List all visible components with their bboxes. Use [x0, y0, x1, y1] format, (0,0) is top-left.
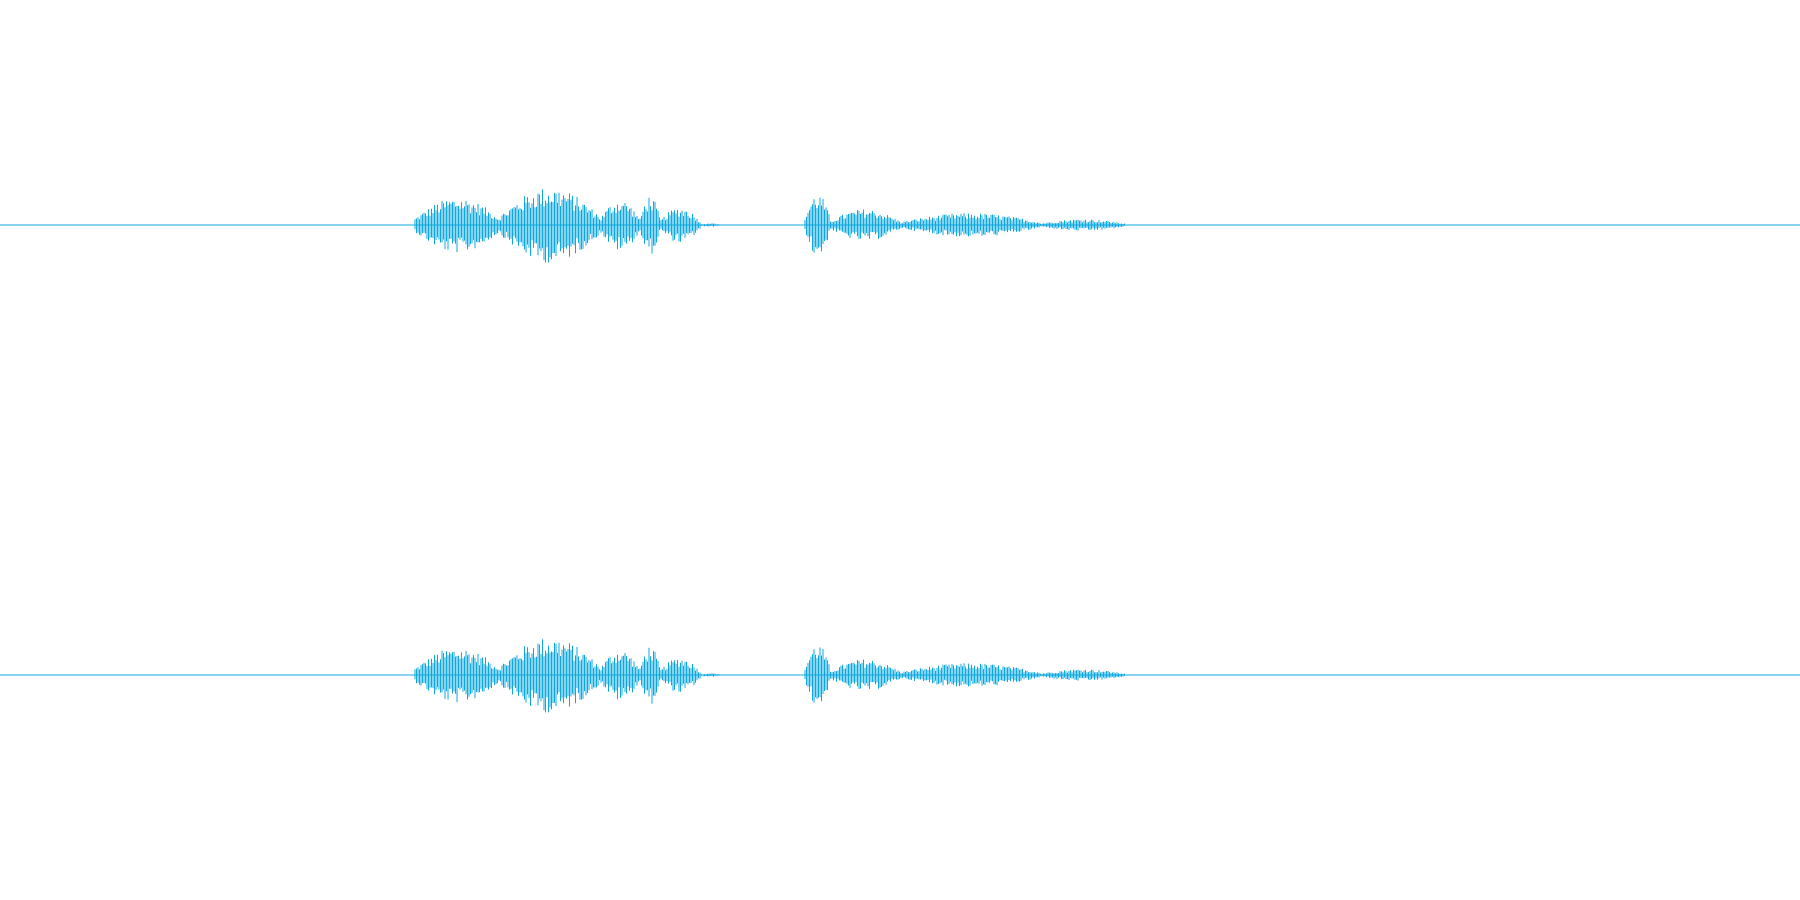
channel-left-waveform-svg [0, 189, 1800, 263]
channel-right-waveform[interactable] [0, 450, 1800, 900]
channel-right-waveform-svg [0, 639, 1800, 713]
channel-left-waveform[interactable] [0, 0, 1800, 450]
channel-right-waveform-trace [414, 639, 1125, 713]
channel-left-waveform-trace [414, 189, 1125, 263]
